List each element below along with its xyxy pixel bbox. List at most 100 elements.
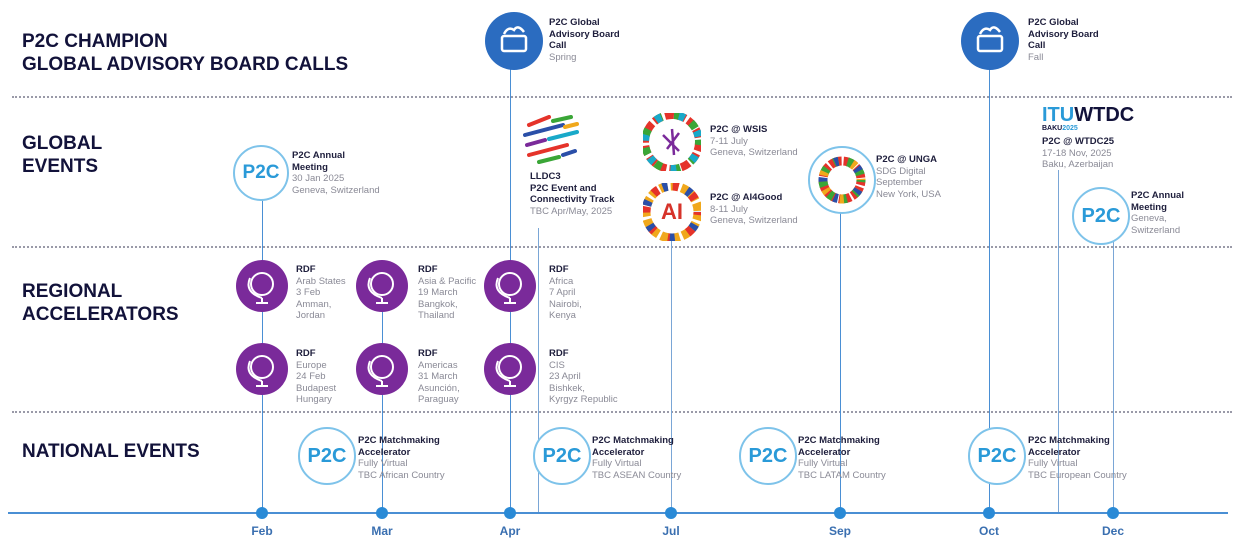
event-title: P2C Global: [549, 17, 600, 28]
event-detail: CIS: [549, 359, 565, 371]
p2c-logo: P2C: [1072, 187, 1130, 245]
rdf-globe-icon: [484, 260, 536, 312]
event-title: Accelerator: [798, 446, 851, 458]
event-title: P2C @ AI4Good: [710, 192, 783, 203]
p2c-logo: P2C: [533, 427, 591, 485]
event-title: RDF: [418, 348, 438, 359]
event-title: Connectivity Track: [530, 194, 615, 205]
chat-window-icon: [500, 26, 528, 53]
event-title: LLDC3: [530, 171, 561, 182]
timeline-dot-mar: [376, 507, 388, 519]
event-detail: TBC ASEAN Country: [592, 469, 682, 481]
event-detail: 17-18 Nov, 2025: [1042, 147, 1112, 159]
event-detail: September: [876, 177, 923, 188]
event-title: Call: [549, 40, 567, 51]
board-call-fall: P2C Global Advisory Board Call Fall: [1028, 17, 1099, 63]
event-detail: Fully Virtual: [1028, 458, 1078, 469]
event-title: Accelerator: [592, 446, 645, 458]
event-annual-meeting-2: P2C Annual Meeting Geneva, Switzerland: [1131, 190, 1184, 236]
timeline-dot-oct: [983, 507, 995, 519]
event-title: RDF: [418, 264, 438, 275]
event-title: P2C Matchmaking: [358, 435, 440, 446]
p2c-logo: P2C: [233, 145, 289, 201]
row-separator: [12, 96, 1232, 98]
event-detail: TBC Apr/May, 2025: [530, 205, 613, 217]
rdf-globe-icon: [236, 343, 288, 395]
event-detail: Fall: [1028, 51, 1044, 63]
event-title: RDF: [296, 264, 316, 275]
p2c-logo: P2C: [739, 427, 797, 485]
row-label-line: REGIONAL: [22, 281, 123, 302]
row-label-line: GLOBAL ADVISORY BOARD CALLS: [22, 54, 349, 75]
logo-wtdc-text: WTDC: [1074, 104, 1135, 126]
event-detail: Fully Virtual: [798, 458, 848, 469]
p2c-logo: P2C: [298, 427, 356, 485]
connector-line: [671, 240, 672, 512]
row-label-line: P2C CHAMPION: [22, 31, 168, 52]
globe-stand-icon: [495, 272, 522, 304]
event-detail: Nairobi,: [549, 298, 582, 310]
logo-subtitle: BAKU2025: [1042, 125, 1134, 132]
event-title: RDF: [549, 264, 569, 275]
rdf-africa: RDF Africa 7 April Nairobi, Kenya: [549, 264, 582, 322]
event-title: Advisory Board: [549, 28, 620, 40]
event-detail: Fully Virtual: [358, 458, 408, 469]
event-detail: Budapest: [296, 382, 337, 394]
connector-line: [382, 300, 383, 512]
wsis-logo: [641, 111, 703, 176]
month-label: Sep: [828, 524, 851, 538]
timeline-dot-jul: [665, 507, 677, 519]
event-title: Meeting: [292, 161, 328, 173]
row-separator: [12, 246, 1232, 248]
event-detail: Fully Virtual: [592, 458, 642, 469]
month-label: Apr: [499, 524, 521, 538]
ai4good-logo: AI: [641, 181, 703, 246]
globe-stand-icon: [367, 355, 394, 387]
event-detail: Europe: [296, 359, 327, 371]
row-label-regional: REGIONAL ACCELERATORS: [22, 280, 179, 326]
row-label-board: P2C CHAMPION GLOBAL ADVISORY BOARD CALLS: [22, 30, 348, 76]
event-annual-meeting: P2C Annual Meeting 30 Jan 2025 Geneva, S…: [292, 150, 380, 196]
event-detail: TBC LATAM Country: [798, 469, 886, 481]
event-detail: Africa: [549, 275, 574, 287]
ai-logo-text: AI: [661, 199, 683, 224]
chat-window-icon: [976, 26, 1004, 53]
connector-line: [840, 208, 841, 512]
month-label: Jul: [662, 524, 680, 538]
connector-line: [1113, 236, 1114, 512]
sdg-wheel-icon: [641, 111, 703, 173]
event-detail: Americas: [418, 359, 458, 371]
event-detail: Jordan: [296, 310, 326, 321]
connector-line: [989, 66, 990, 512]
event-title: P2C Annual: [292, 150, 345, 161]
row-label-line: GLOBAL: [22, 133, 103, 154]
rdf-arab-states: RDF Arab States 3 Feb Amman, Jordan: [296, 264, 346, 322]
event-title: Advisory Board: [1028, 28, 1099, 40]
lldc3-stripes-icon: [523, 115, 579, 164]
rdf-cis: RDF CIS 23 April Bishkek, Kyrgyz Republi…: [549, 348, 618, 406]
event-title: Call: [1028, 40, 1046, 51]
event-title: P2C Global: [1028, 17, 1079, 28]
month-label: Oct: [978, 524, 999, 538]
event-title: RDF: [549, 348, 569, 359]
event-detail: New York, USA: [876, 188, 941, 200]
event-detail: 23 April: [549, 371, 581, 382]
event-detail: Kyrgyz Republic: [549, 394, 618, 405]
event-detail: Hungary: [296, 394, 332, 405]
row-label-global: GLOBAL EVENTS: [22, 132, 102, 178]
event-detail: Asunción,: [418, 382, 460, 394]
logo-sub-text: BAKU: [1042, 125, 1063, 132]
event-detail: 7-11 July: [710, 135, 748, 147]
event-wsis: P2C @ WSIS 7-11 July Geneva, Switzerland: [710, 124, 798, 159]
event-title: Accelerator: [358, 446, 411, 458]
event-wtdc: P2C @ WTDC25 17-18 Nov, 2025 Baku, Azerb…: [1042, 136, 1114, 171]
event-detail: 24 Feb: [296, 371, 326, 382]
rdf-americas: RDF Americas 31 March Asunción, Paraguay: [418, 348, 460, 406]
rdf-europe: RDF Europe 24 Feb Budapest Hungary: [296, 348, 336, 406]
national-european: P2C Matchmaking Accelerator Fully Virtua…: [1028, 435, 1127, 481]
event-detail: Bishkek,: [549, 382, 585, 394]
event-detail: TBC European Country: [1028, 469, 1127, 481]
board-call-icon: [485, 12, 543, 70]
globe-stand-icon: [495, 355, 522, 387]
board-call-spring: P2C Global Advisory Board Call Spring: [549, 17, 620, 63]
